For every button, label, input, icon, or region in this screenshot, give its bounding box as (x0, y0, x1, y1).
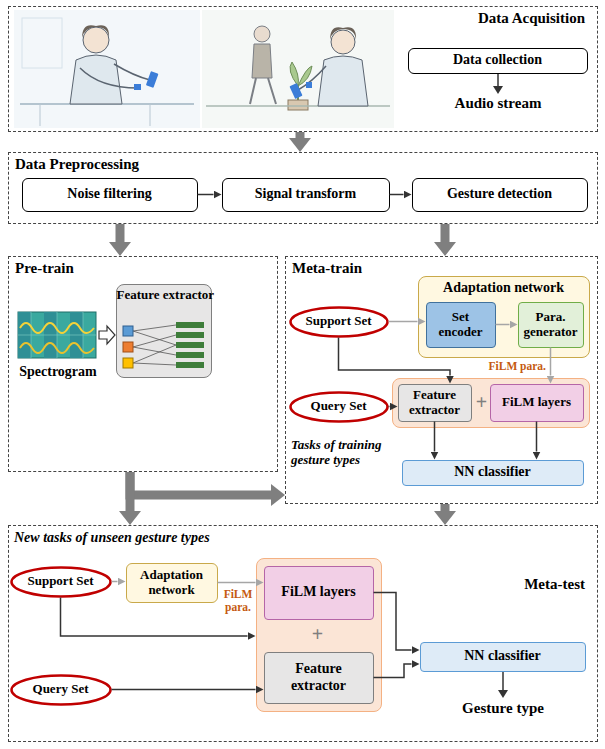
node-text: NN classifier (454, 464, 531, 480)
node-text: Pre-train (15, 260, 215, 277)
arrow-head (493, 86, 503, 94)
flow-arrow (550, 348, 552, 376)
network-box: Adaptation network (126, 563, 218, 603)
output-label: Gesture type (438, 700, 568, 717)
node-text: Gesture detection (447, 186, 552, 202)
combine-group: + Feature extractor FiLM layers (392, 378, 590, 428)
node-text: + (475, 391, 489, 414)
spectrogram-image (18, 312, 96, 358)
classifier-box: NN classifier (420, 642, 586, 672)
ellipse-shape (11, 675, 110, 704)
note-label: Tasks of training gesture types (291, 438, 403, 468)
node-text: Support Set (27, 574, 93, 589)
set-ellipse: Query Set (10, 674, 112, 706)
flow-arrow (496, 324, 510, 326)
node-text: Signal transform (255, 186, 357, 202)
image-caption: Spectrogram (12, 364, 104, 380)
input-arrow (99, 326, 115, 344)
block-arrow (296, 132, 305, 138)
node-text: Noise filtering (67, 186, 151, 202)
module-box: Set encoder (426, 302, 496, 348)
node-text: Data collection (453, 52, 542, 68)
node-text: Adaptation network (419, 280, 589, 296)
flow-arrow (389, 321, 418, 323)
node-text: Feature extractor (401, 388, 469, 418)
set-ellipse: Support Set (10, 566, 112, 598)
block-arrow (441, 504, 450, 511)
process-box: Data collection (408, 48, 588, 74)
block-arrow (126, 472, 135, 511)
flow-arrow (390, 194, 404, 196)
arrow-head (498, 690, 508, 698)
flow-arrow (389, 406, 390, 408)
block-arrow (130, 472, 271, 495)
edge-label: FiLM para. (220, 588, 256, 614)
scene-illustration (202, 10, 394, 128)
module-box: Para. generator (518, 302, 584, 348)
node-text: Para. generator (521, 310, 581, 340)
flow-arrow (112, 689, 256, 691)
ellipse-shape (11, 567, 110, 596)
node-text: Query Set (311, 399, 367, 414)
flow-arrow (61, 598, 248, 637)
network-group: Adaptation networkSet encoder Para. gener… (418, 276, 590, 358)
flow-arrow (198, 194, 214, 196)
combine-group: + FiLM layersFeature extractor (256, 558, 382, 712)
scene-illustration (14, 10, 200, 128)
flow-arrow (112, 581, 118, 583)
flow-arrow (502, 672, 504, 690)
module-box: Feature extractor (264, 652, 374, 704)
node-text: FiLM layers (502, 395, 571, 410)
node-text: NN classifier (464, 648, 541, 664)
node-text: Adaptation network (129, 568, 215, 598)
set-ellipse: Query Set (289, 391, 389, 423)
node-text: Set encoder (429, 310, 493, 340)
process-box: Signal transform (222, 178, 390, 212)
flow-arrow (497, 74, 499, 86)
ellipse-shape (290, 307, 387, 336)
flow-arrow (536, 422, 538, 452)
node-text: Data Acquisition (9, 10, 585, 27)
process-box: Gesture detection (412, 178, 588, 212)
flow-arrow (434, 422, 436, 452)
module-box: Feature extractor (398, 384, 472, 422)
process-box: Noise filtering (22, 178, 198, 212)
node-text: Query Set (33, 682, 89, 697)
signal-label: Audio stream (431, 95, 565, 112)
node-text: Support Set (305, 314, 371, 329)
node-text: Data Preprocessing (15, 156, 315, 173)
module-box: FiLM layers (264, 566, 374, 620)
node-text: FiLM layers (281, 584, 355, 600)
node-text: Feature extractor (267, 661, 371, 693)
set-ellipse: Support Set (289, 306, 389, 338)
node-text: + (311, 623, 325, 646)
module-box: FiLM layers (490, 384, 584, 422)
block-arrow (116, 224, 125, 242)
node-text: Meta-train (292, 260, 442, 277)
section-panel: Data PreprocessingNoise filtering Signal … (8, 152, 598, 224)
node-text: Feature extractor (117, 288, 211, 303)
edge-label: FiLM para. (478, 360, 546, 373)
ellipse-shape (290, 392, 387, 421)
flow-arrow (218, 582, 256, 584)
note-label: New tasks of unseen gesture types (14, 530, 314, 546)
classifier-box: NN classifier (402, 460, 584, 486)
block-arrow (441, 224, 450, 242)
